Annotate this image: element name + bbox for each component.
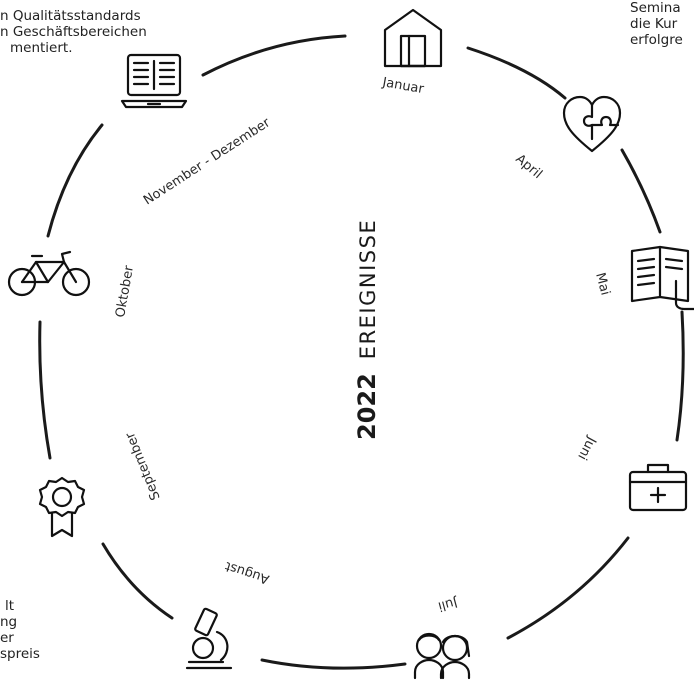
svg-text:2022EREIGNISSE: 2022 EREIGNISSE: [353, 219, 381, 440]
ring-segment: [466, 46, 567, 100]
month-juni: Juni: [574, 433, 599, 462]
text-line: n Qualitätsstandards: [0, 8, 141, 24]
text-line: er: [0, 630, 14, 646]
text-line: ng: [0, 614, 18, 630]
ring-segment: [46, 123, 104, 238]
text-bottom-left: lt ng er spreis: [0, 598, 40, 662]
first-aid-kit-icon: [628, 463, 688, 512]
warehouse-door-icon: [383, 8, 443, 68]
children-icon: [413, 632, 471, 680]
text-top-left: n Qualitätsstandards n Geschäftsbereiche…: [0, 8, 147, 56]
ring-segment: [260, 658, 407, 670]
timeline-ring: [38, 34, 685, 670]
month-oktober: Oktober: [113, 264, 137, 319]
center-title: 2022 EREIGNISSE: [353, 219, 381, 440]
heart-puzzle-icon: [562, 95, 622, 153]
month-april: April: [512, 152, 544, 183]
month-november-dezember: November - Dezember: [141, 115, 274, 208]
ring-segment: [506, 536, 630, 640]
text-line: mentiert.: [10, 40, 73, 56]
text-line: lt: [5, 598, 15, 614]
book-hand-icon: [630, 245, 694, 311]
month-september: September: [123, 429, 164, 502]
ring-segment: [620, 148, 662, 234]
month-januar: Januar: [380, 75, 425, 97]
text-line: erfolgre: [630, 32, 683, 48]
month-august: August: [223, 558, 271, 586]
text-line: die Kur: [630, 16, 678, 32]
text-line: n Geschäftsbereichen: [0, 24, 147, 40]
laptop-document-icon: [120, 53, 188, 109]
microscope-icon: [185, 607, 233, 670]
bicycle-icon: [7, 250, 91, 297]
ring-segment: [38, 320, 52, 460]
month-mai: Mai: [592, 271, 612, 297]
text-line: Semina: [630, 0, 681, 16]
text-top-right: Semina die Kur erfolgre: [630, 0, 683, 48]
title-label: EREIGNISSE: [356, 219, 380, 359]
title-year: 2022: [353, 373, 381, 440]
ring-segment: [101, 542, 174, 620]
ring-segment: [675, 310, 685, 442]
month-juli: Juli: [436, 594, 459, 614]
ring-segment: [201, 34, 347, 77]
text-line: spreis: [0, 646, 40, 662]
award-ribbon-icon: [38, 476, 86, 538]
